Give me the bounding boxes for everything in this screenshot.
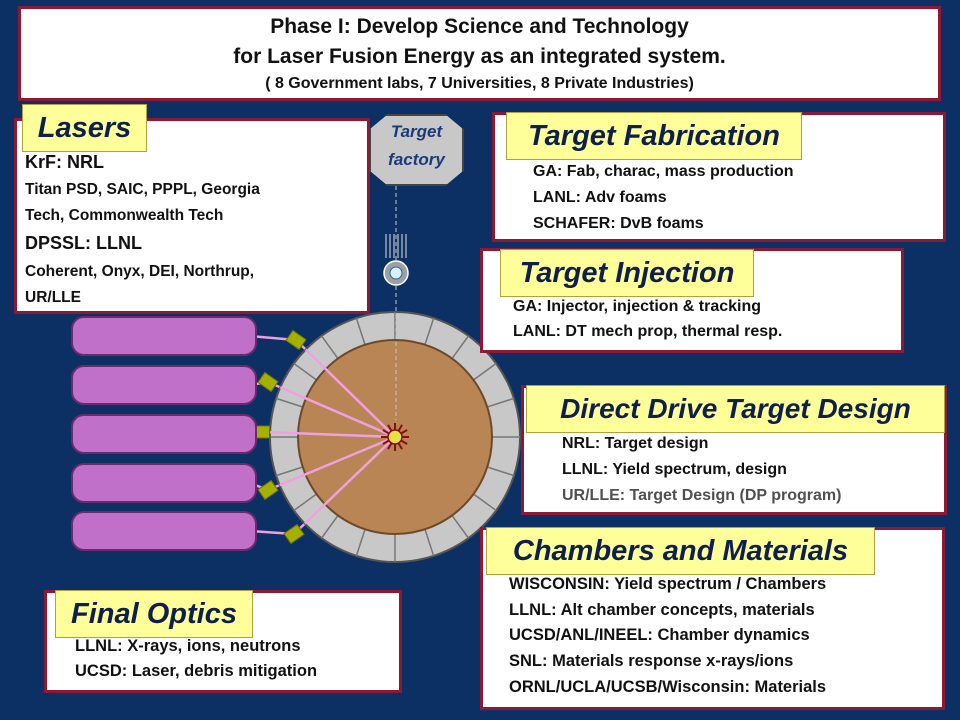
laser-module — [71, 316, 257, 356]
wall-segment-divider — [293, 362, 317, 381]
laser-beam-interior — [270, 431, 396, 439]
laser-beam-interior — [303, 436, 396, 525]
target-factory-octagon: Target factory — [369, 114, 464, 186]
chambers-line-5: ORNL/UCLA/UCSB/Wisconsin: Materials — [509, 678, 827, 696]
laser-beam-interior — [279, 386, 396, 439]
target-fabrication-line-1: GA: Fab, charac, mass production — [533, 163, 794, 180]
final-optic-mirror — [285, 329, 307, 351]
injected-target — [389, 266, 403, 280]
chambers-line-4: SNL: Materials response x-rays/ions — [509, 652, 794, 670]
target-injection-title: Target Injection — [500, 249, 754, 297]
wall-segment-divider — [293, 493, 317, 512]
lasers-line-4: DPSSL: LLNL — [25, 233, 142, 253]
laser-beam-interior — [279, 435, 396, 487]
wall-segment-divider — [424, 529, 435, 557]
chambers-line-1: WISCONSIN: Yield spectrum / Chambers — [509, 575, 827, 593]
laser-module — [71, 414, 257, 454]
phase-header-box: Phase I: Develop Science and Technology … — [18, 6, 941, 101]
wall-segment-divider — [487, 397, 515, 408]
lasers-line-3: Tech, Commonwealth Tech — [25, 207, 224, 224]
chambers-title: Chambers and Materials — [486, 527, 875, 575]
direct-drive-line-1: NRL: Target design — [562, 435, 709, 452]
target-factory-line-1: Target — [390, 122, 443, 141]
wall-segment-divider — [275, 466, 303, 477]
fusion-target — [387, 429, 403, 445]
direct-drive-line-2: LLNL: Yield spectrum, design — [562, 461, 787, 478]
laser-beam-interior — [304, 348, 396, 438]
header-line-1: Phase I: Develop Science and Technology — [270, 15, 689, 38]
laser-module — [71, 365, 257, 405]
final-optics-line-2: UCSD: Laser, debris mitigation — [75, 662, 318, 680]
wall-segment-divider — [320, 515, 339, 539]
wall-segment-divider — [355, 317, 366, 345]
final-optics-title: Final Optics — [55, 590, 253, 638]
lasers-line-5: Coherent, Onyx, DEI, Northrup, — [25, 263, 255, 280]
target-fabrication-title: Target Fabrication — [506, 112, 802, 160]
wall-segment-divider — [451, 335, 470, 359]
lasers-line-2: Titan PSD, SAIC, PPPL, Georgia — [25, 181, 260, 198]
final-optic-mirror — [257, 479, 279, 501]
header-line-2: for Laser Fusion Energy as an integrated… — [233, 45, 726, 68]
target-fabrication-line-3: SCHAFER: DvB foams — [533, 215, 704, 232]
final-optic-mirror — [283, 523, 305, 545]
chambers-line-3: UCSD/ANL/INEEL: Chamber dynamics — [509, 626, 810, 644]
wall-segment-divider — [355, 529, 366, 557]
final-optic-mirror — [257, 371, 279, 393]
target-fabrication-line-2: LANL: Adv foams — [533, 189, 667, 206]
wall-segment-divider — [473, 362, 497, 381]
laser-module — [71, 511, 257, 551]
wall-segment-divider — [487, 466, 515, 477]
lasers-line-6: UR/LLE — [25, 289, 81, 306]
wall-segment-divider — [275, 397, 303, 408]
target-injection-line-1: GA: Injector, injection & tracking — [513, 298, 762, 315]
lasers-line-1: KrF: NRL — [25, 152, 104, 172]
header-line-3: ( 8 Government labs, 7 Universities, 8 P… — [265, 75, 694, 92]
lasers-title: Lasers — [22, 104, 147, 152]
direct-drive-title: Direct Drive Target Design — [526, 385, 945, 433]
wall-segment-divider — [320, 335, 339, 359]
wall-segment-divider — [451, 515, 470, 539]
final-optics-line-1: LLNL: X-rays, ions, neutrons — [75, 637, 301, 655]
target-factory-line-2: factory — [388, 150, 445, 169]
target-injection-line-2: LANL: DT mech prop, thermal resp. — [513, 323, 783, 340]
laser-module — [71, 463, 257, 503]
wall-segment-divider — [424, 317, 435, 345]
chambers-line-2: LLNL: Alt chamber concepts, materials — [509, 601, 815, 619]
wall-segment-divider — [473, 493, 497, 512]
direct-drive-line-3: UR/LLE: Target Design (DP program) — [562, 487, 842, 504]
